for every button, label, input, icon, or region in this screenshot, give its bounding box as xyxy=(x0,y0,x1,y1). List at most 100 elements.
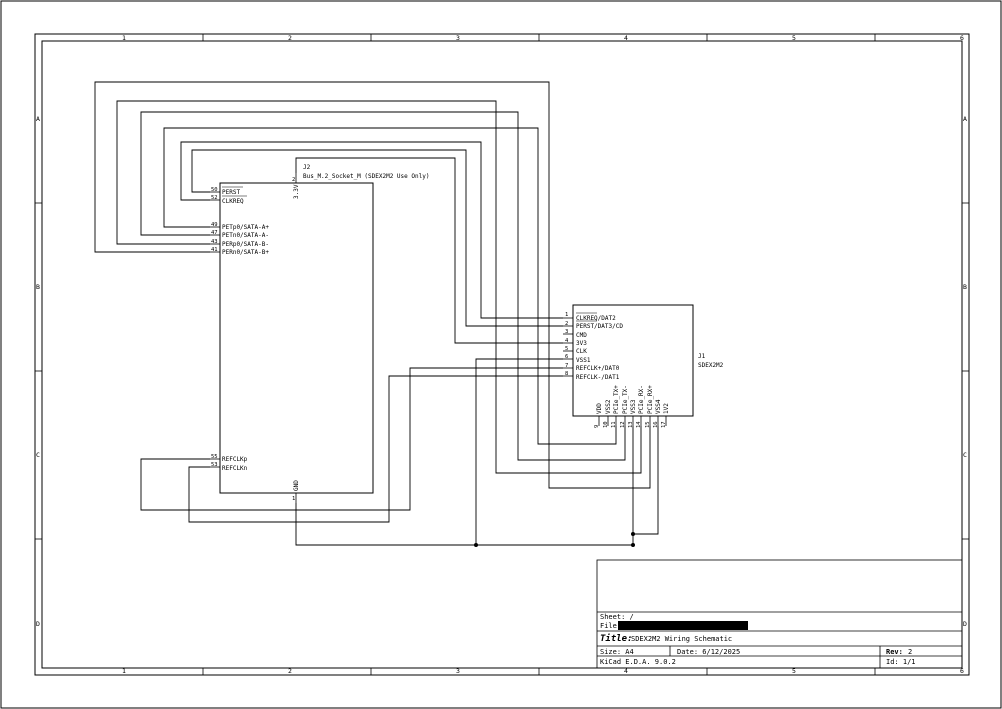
j1-pin-number: 10 xyxy=(603,421,609,428)
j1-pin-name: VSS3 xyxy=(630,399,637,414)
j1-pin-name: PCIe_RX+ xyxy=(647,385,654,414)
j1-pin-number: 11 xyxy=(611,421,617,428)
id-label: Id: 1/1 xyxy=(886,658,916,666)
j2-pin-number: 52 xyxy=(211,195,218,201)
row-label: B xyxy=(963,283,967,291)
frame-row-labels: A B C D A B C D xyxy=(36,115,967,628)
rev-label: Rev: xyxy=(886,648,903,656)
wire-pern0 xyxy=(94,81,651,489)
j1-pin-number: 7 xyxy=(565,363,568,369)
j1-pin-number: 4 xyxy=(565,338,569,344)
col-label: 4 xyxy=(624,667,628,675)
j1-reference: J1 xyxy=(698,353,706,360)
redacted-file-path xyxy=(618,621,748,630)
j1-pin-name: CLK xyxy=(576,348,587,355)
overbars xyxy=(222,186,597,322)
j1-pin-name: VSS1 xyxy=(576,357,591,364)
wire-petp0 xyxy=(163,127,617,445)
frame-inner xyxy=(41,40,963,669)
tool-label: KiCad E.D.A. 9.0.2 xyxy=(600,658,676,666)
title-block-text: Sheet: / File: Title: SDEX2M2 Wiring Sch… xyxy=(600,613,916,666)
row-label: D xyxy=(963,620,967,628)
junctions xyxy=(474,532,635,547)
j1-pin-name: VDD xyxy=(596,403,603,414)
wire-clkreq xyxy=(180,141,563,319)
file-label: File: xyxy=(600,622,621,630)
j2-pin-number: 50 xyxy=(211,187,218,193)
j1-pin-name: REFCLK-/DAT1 xyxy=(576,374,620,381)
col-label: 5 xyxy=(792,34,796,42)
row-label: D xyxy=(36,620,40,628)
j2-pin-number: 49 xyxy=(211,222,218,228)
j2-pin-name: PETp0/SATA-A+ xyxy=(222,224,269,231)
j2-pin-number: 53 xyxy=(211,462,218,468)
row-label: A xyxy=(963,115,967,123)
date-label: Date: 6/12/2025 xyxy=(677,648,740,656)
wire-perst xyxy=(191,149,563,327)
wire-3v3 xyxy=(295,157,563,344)
j1-pin-number: 12 xyxy=(620,421,626,428)
j1-pin-name: CLKREQ/DAT2 xyxy=(576,315,616,322)
j2-pin-name: PERn0/SATA-B+ xyxy=(222,249,269,256)
title-value: SDEX2M2 Wiring Schematic xyxy=(631,635,732,643)
col-label: 1 xyxy=(122,34,126,42)
row-label: B xyxy=(36,283,40,291)
j1-pin-name: VSS2 xyxy=(605,399,612,414)
j2-pin-name: 3.3V xyxy=(293,184,300,199)
j1-left-pin-labels: 1 CLKREQ/DAT2 2 PERST/DAT3/CD 3 CMD 4 3V… xyxy=(565,312,623,381)
j1-pin-number: 16 xyxy=(653,421,659,428)
j1-left-pin-stubs xyxy=(563,317,573,377)
j1-pin-name: 1V2 xyxy=(663,403,670,414)
j1-pin-number: 14 xyxy=(636,421,642,428)
j2-reference: J2 xyxy=(303,164,311,171)
j2-pin-stubs xyxy=(210,173,297,503)
wire-vss4 xyxy=(633,426,659,535)
j2-pin-number: 2 xyxy=(292,177,295,183)
j2-pin-number: 41 xyxy=(211,247,218,253)
j1-pin-number: 15 xyxy=(645,421,651,428)
j1-pin-number: 9 xyxy=(594,425,600,428)
col-label: 1 xyxy=(122,667,126,675)
size-label: Size: A4 xyxy=(600,648,634,656)
col-label: 6 xyxy=(960,34,964,42)
j1-pin-name: VSS4 xyxy=(655,399,662,414)
wire-perp0 xyxy=(116,100,642,474)
j1-pin-number: 8 xyxy=(565,371,568,377)
junction-dot xyxy=(631,543,635,547)
frame-ticks xyxy=(35,34,969,675)
wire-petn0 xyxy=(140,111,626,461)
wire-refclkn xyxy=(188,375,563,523)
j1-pin-name: CMD xyxy=(576,332,587,339)
j2-pin-name: REFCLKn xyxy=(222,465,248,472)
row-label: A xyxy=(36,115,40,123)
j1-value: SDEX2M2 xyxy=(698,362,724,369)
row-label: C xyxy=(36,451,40,459)
col-label: 5 xyxy=(792,667,796,675)
j1-pin-name: PERST/DAT3/CD xyxy=(576,323,623,330)
col-label: 2 xyxy=(288,667,292,675)
wire-refclkp xyxy=(140,367,563,511)
j1-pin-name: 3V3 xyxy=(576,340,587,347)
j1-pin-number: 6 xyxy=(565,354,568,360)
j2-pin-name: GND xyxy=(293,480,300,491)
col-label: 4 xyxy=(624,34,628,42)
rev-value: 2 xyxy=(908,648,912,656)
j2-pin-number: 43 xyxy=(211,239,218,245)
j1-pin-name: REFCLK+/DAT0 xyxy=(576,365,620,372)
row-label: C xyxy=(963,451,967,459)
j2-body xyxy=(219,182,374,494)
junction-dot xyxy=(474,543,478,547)
j1-pin-name: PCIe_RX- xyxy=(638,385,645,414)
j2-value: Bus_M.2_Socket_M (SDEX2M2 Use Only) xyxy=(303,173,429,180)
title-block xyxy=(596,559,963,669)
col-label: 3 xyxy=(456,667,460,675)
j2-pin-name: CLKREQ xyxy=(222,198,244,205)
j1-pin-number: 13 xyxy=(628,421,634,428)
j1-pin-number: 1 xyxy=(565,312,568,318)
wire-gnd xyxy=(295,503,633,546)
j2-pin-number: 1 xyxy=(292,496,295,502)
j1-bottom-pin-stubs xyxy=(598,416,667,426)
